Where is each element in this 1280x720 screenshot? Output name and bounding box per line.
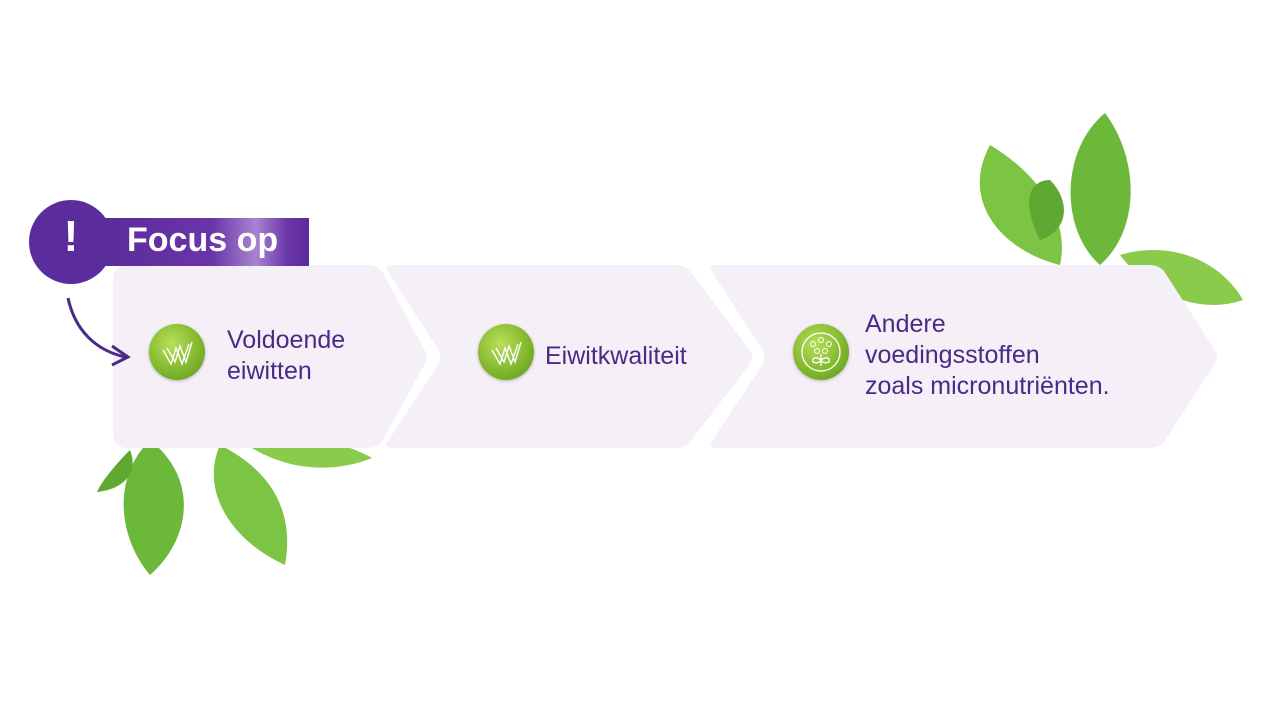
curved-arrow-icon (66, 297, 131, 367)
plant-molecule-icon (793, 324, 849, 380)
protein-strand-icon (478, 324, 534, 380)
exclamation-icon: ! (63, 212, 79, 261)
focus-badge-bar (95, 218, 309, 266)
step-2-chevron (386, 265, 752, 448)
step-3-chevron (710, 265, 1217, 448)
focus-badge-label: Focus op (127, 221, 279, 259)
step-1-label: Voldoende eiwitten (227, 325, 345, 387)
leaves-bottom-left-decoration (97, 436, 372, 575)
leaves-top-right-decoration (979, 113, 1243, 305)
step-1-chevron (113, 265, 427, 448)
focus-badge-circle (29, 200, 113, 284)
step-3-label-line: voedingsstoffen (865, 341, 1040, 369)
step-2-label-line: Eiwitkwaliteit (545, 342, 687, 370)
step-2-label: Eiwitkwaliteit (545, 341, 687, 372)
step-1-label-line: eiwitten (227, 357, 312, 385)
step-3-label-line: Andere (865, 310, 946, 338)
step-3-label: Andere voedingsstoffen zoals micronutrië… (865, 309, 1110, 402)
step-3-label-line: zoals micronutriënten. (865, 372, 1110, 400)
protein-strand-icon (149, 324, 205, 380)
step-1-label-line: Voldoende (227, 326, 346, 354)
